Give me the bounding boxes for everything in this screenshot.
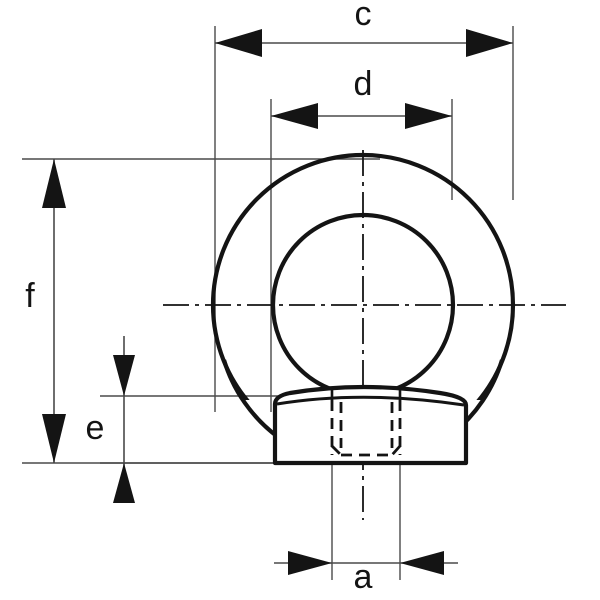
arrowhead-a-right xyxy=(400,551,444,575)
dimension-f: f xyxy=(25,159,66,463)
collar-top-edge xyxy=(276,395,465,407)
arrowhead-a-left xyxy=(288,551,332,575)
arrowhead-d-left xyxy=(271,103,318,129)
dimension-label-a: a xyxy=(354,558,373,596)
arrowhead-e-top xyxy=(113,355,135,396)
dimension-label-e: e xyxy=(86,409,105,447)
arrowhead-f-top xyxy=(42,159,66,208)
dimension-e: e xyxy=(86,336,135,503)
dimension-c: c xyxy=(215,0,513,57)
arrowhead-f-bottom xyxy=(42,414,66,463)
hidden-thread-chamfer-right xyxy=(390,445,402,456)
arrowhead-d-right xyxy=(405,103,452,129)
dimension-label-f: f xyxy=(25,277,35,315)
outer-ring-arc-lower-left xyxy=(221,359,280,439)
hidden-thread-detail xyxy=(330,400,402,457)
dimension-label-d: d xyxy=(354,65,373,103)
extension-lines xyxy=(22,26,514,580)
dimension-a: a xyxy=(274,551,458,596)
dimension-label-c: c xyxy=(355,0,372,33)
eye-nut-body xyxy=(210,152,516,466)
dimension-d: d xyxy=(271,65,452,129)
outer-ring-circle xyxy=(210,152,516,400)
arrowhead-c-left xyxy=(215,29,262,57)
arrowhead-e-bottom xyxy=(113,463,135,503)
arrowhead-c-right xyxy=(466,29,513,57)
hidden-thread-chamfer-left xyxy=(331,445,342,456)
collar-outline xyxy=(272,384,469,466)
